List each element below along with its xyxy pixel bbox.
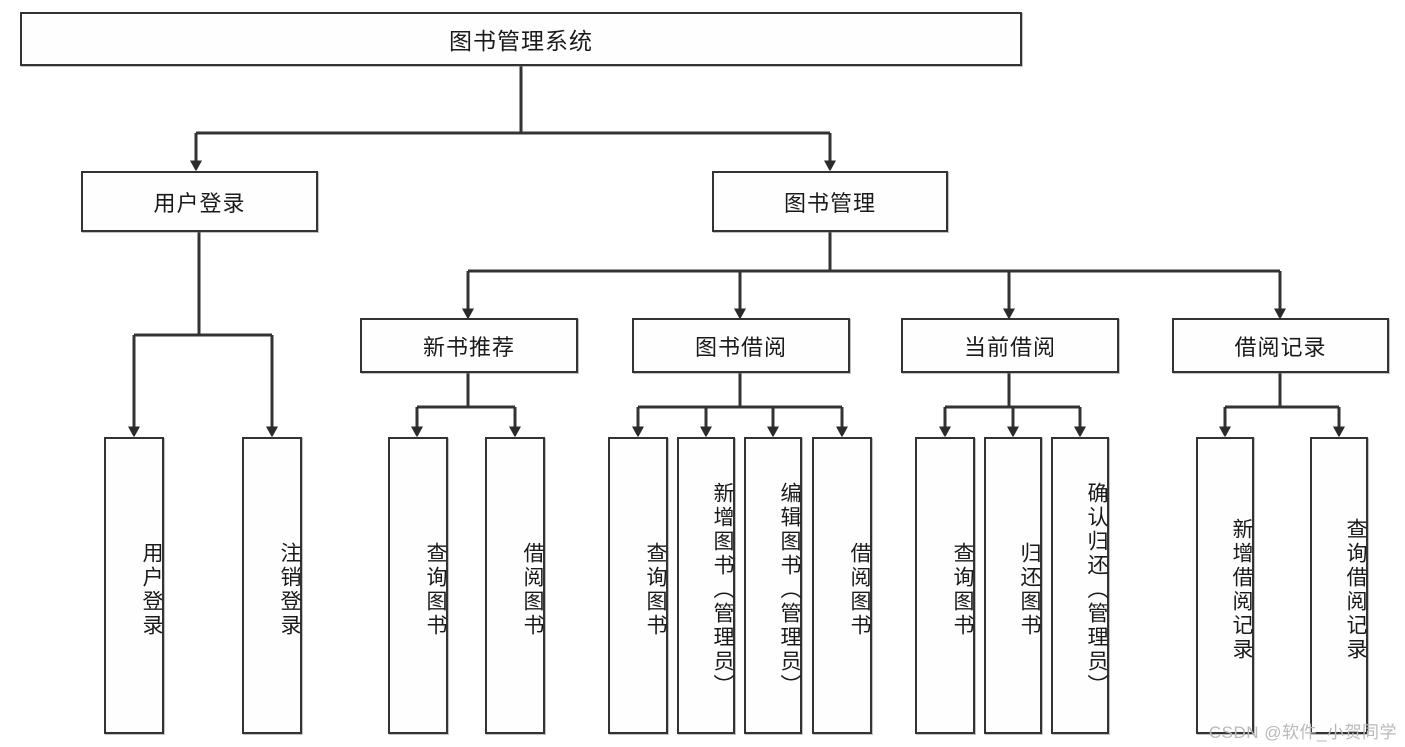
node-leaf-user-login[interactable]: 用户登录	[104, 437, 164, 734]
node-leaf-logout-login[interactable]: 注销登录	[242, 437, 302, 734]
node-leaf-confirm-return-label: 确认归还（管理员）	[1085, 481, 1108, 698]
node-leaf-edit-book[interactable]: 编辑图书（管理员）	[744, 437, 802, 734]
node-borrow-record-label: 借阅记录	[1234, 334, 1327, 360]
node-leaf-borrow-book-2-label: 借阅图书	[848, 541, 871, 638]
node-leaf-query-book-2[interactable]: 查询图书	[608, 437, 668, 734]
node-leaf-query-borrow-record-label: 查询借阅记录	[1344, 517, 1367, 662]
node-leaf-query-book-3-label: 查询图书	[951, 541, 974, 638]
node-current-borrow-label: 当前借阅	[963, 334, 1056, 360]
node-current-borrow[interactable]: 当前借阅	[901, 318, 1119, 373]
node-leaf-logout-login-label: 注销登录	[278, 541, 301, 638]
node-leaf-query-book-2-label: 查询图书	[644, 541, 667, 638]
node-book-manage-label: 图书管理	[783, 190, 876, 216]
node-leaf-query-borrow-record[interactable]: 查询借阅记录	[1310, 437, 1368, 734]
watermark: CSDN @软件_小贺同学	[1208, 723, 1397, 742]
node-leaf-user-login-label: 用户登录	[140, 541, 163, 638]
node-root[interactable]: 图书管理系统	[20, 12, 1022, 66]
node-leaf-query-book-1[interactable]: 查询图书	[388, 437, 448, 734]
node-root-label: 图书管理系统	[449, 28, 593, 54]
node-leaf-add-borrow-record[interactable]: 新增借阅记录	[1196, 437, 1254, 734]
node-book-borrow-label: 图书借阅	[694, 334, 787, 360]
node-leaf-query-book-3[interactable]: 查询图书	[915, 437, 975, 734]
node-leaf-add-borrow-record-label: 新增借阅记录	[1230, 517, 1253, 662]
node-leaf-borrow-book-1-label: 借阅图书	[521, 541, 544, 638]
node-leaf-add-book[interactable]: 新增图书（管理员）	[677, 437, 735, 734]
node-leaf-query-book-1-label: 查询图书	[424, 541, 447, 638]
node-leaf-borrow-book-2[interactable]: 借阅图书	[812, 437, 872, 734]
node-user-login-label: 用户登录	[153, 190, 246, 216]
node-leaf-return-book[interactable]: 归还图书	[984, 437, 1042, 734]
node-new-book-recommend-label: 新书推荐	[422, 334, 515, 360]
node-leaf-confirm-return[interactable]: 确认归还（管理员）	[1051, 437, 1109, 734]
node-leaf-return-book-label: 归还图书	[1018, 541, 1041, 638]
node-leaf-borrow-book-1[interactable]: 借阅图书	[485, 437, 545, 734]
node-borrow-record[interactable]: 借阅记录	[1172, 318, 1389, 373]
node-new-book-recommend[interactable]: 新书推荐	[360, 318, 578, 373]
node-leaf-edit-book-label: 编辑图书（管理员）	[778, 481, 801, 698]
node-leaf-add-book-label: 新增图书（管理员）	[711, 481, 734, 698]
node-user-login[interactable]: 用户登录	[81, 171, 318, 232]
node-book-manage[interactable]: 图书管理	[712, 171, 948, 232]
node-book-borrow[interactable]: 图书借阅	[632, 318, 850, 373]
